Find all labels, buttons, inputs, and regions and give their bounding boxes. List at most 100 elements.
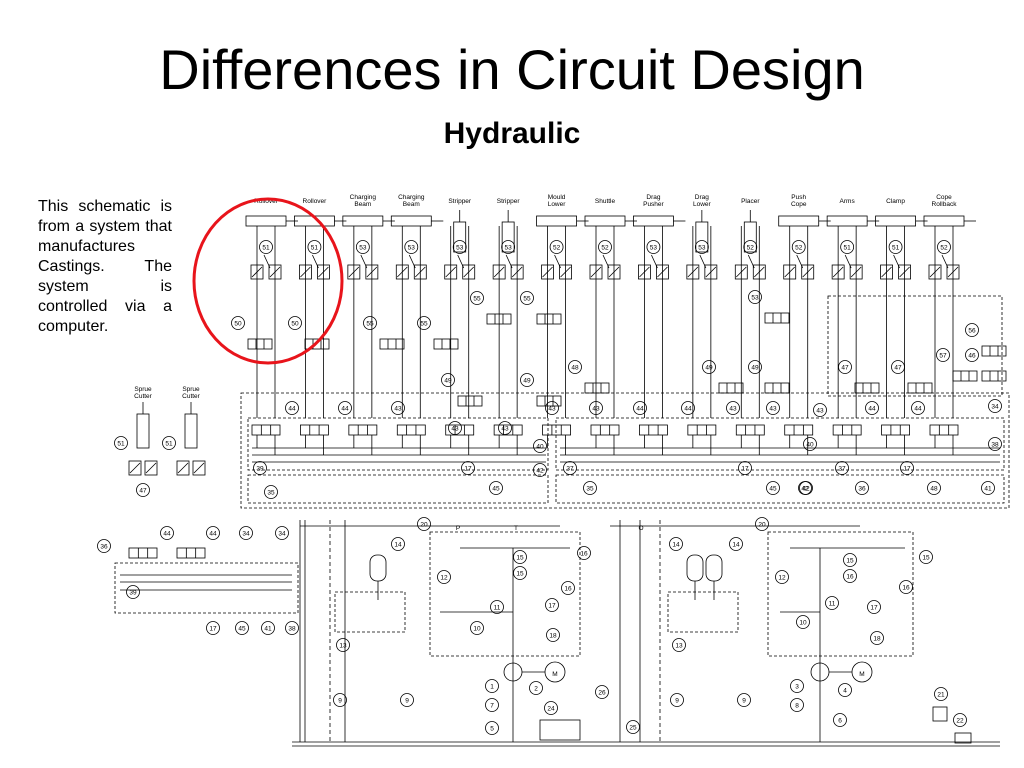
component-number: 16: [846, 573, 854, 580]
flow-control-valve: [589, 264, 603, 280]
flow-control-arrow: [590, 266, 602, 278]
component-number: 17: [548, 602, 556, 609]
component-number: 53: [456, 244, 464, 251]
component-number: 45: [238, 625, 246, 632]
component-number: 26: [598, 689, 606, 696]
cylinder: [245, 215, 287, 227]
component-number: 22: [956, 717, 964, 724]
component-number-circle: [561, 581, 575, 595]
actuator-label: Stripper: [497, 198, 521, 205]
directional-valve: [907, 382, 933, 394]
component-number-circle: [461, 461, 475, 475]
component-number-circle: [888, 240, 903, 254]
component-number-circle: [865, 401, 879, 415]
component-number-circle: [598, 240, 612, 254]
actuator-label: Rollover: [254, 198, 279, 205]
component-number: 42: [802, 485, 810, 492]
component-number: 20: [758, 521, 766, 528]
flow-control-valve: [559, 264, 572, 280]
leader-line: [651, 254, 658, 269]
component-number: 53: [505, 244, 513, 251]
component-number-circle: [126, 585, 140, 599]
component-number-circle: [838, 683, 852, 697]
directional-valve: [764, 312, 790, 324]
component-number: 43: [729, 405, 737, 412]
flow-control-valve: [541, 264, 554, 280]
flow-control-valve: [656, 264, 669, 280]
component-number-circle: [870, 631, 884, 645]
component-number: 44: [868, 405, 876, 412]
flow-control-arrow: [397, 266, 408, 278]
component-number: 52: [601, 244, 609, 251]
component-number-circle: [546, 628, 560, 642]
component-number: 47: [139, 487, 147, 494]
flow-control-arrow: [947, 266, 959, 278]
flow-control-arrow: [832, 266, 844, 278]
component-number: 36: [100, 543, 108, 550]
component-number-circle: [766, 481, 780, 495]
component-number: 9: [742, 697, 746, 704]
component-number-circle: [766, 401, 780, 415]
component-number-circle: [239, 526, 253, 540]
port-label: T: [514, 525, 518, 532]
component-number: 36: [858, 485, 866, 492]
component-number: 48: [930, 485, 938, 492]
component-number-circle: [833, 713, 847, 727]
flow-control-arrow: [736, 266, 747, 278]
flow-control-valve: [395, 264, 409, 280]
flow-control-arrow: [657, 266, 668, 278]
flow-control-valve: [946, 264, 960, 280]
component-number-circle: [775, 570, 789, 584]
component-number: 6: [838, 717, 842, 724]
component-number-circle: [404, 240, 419, 254]
component-number: 13: [675, 642, 683, 649]
component-number-circle: [437, 570, 451, 584]
port-label: P: [456, 525, 460, 532]
flow-control-arrow: [560, 266, 571, 278]
component-number: 17: [870, 604, 878, 611]
directional-valve: [128, 547, 158, 559]
directional-valve: [542, 424, 571, 436]
component-number: 34: [278, 530, 286, 537]
component-number: 51: [262, 244, 270, 251]
component-number: 52: [553, 244, 561, 251]
directional-valve: [536, 395, 562, 407]
component-number: 18: [873, 635, 881, 642]
component-number-circle: [355, 240, 370, 254]
directional-valve: [486, 313, 512, 325]
actuator-label: Clamp: [886, 198, 905, 205]
component-number: 41: [264, 625, 272, 632]
component-number-circle: [891, 360, 905, 374]
component-number-circle: [803, 437, 817, 451]
component-number-circle: [737, 693, 751, 707]
component-number-circle: [513, 550, 527, 564]
directional-valve: [493, 424, 523, 436]
component-number-circle: [855, 481, 869, 495]
flow-control-valve: [365, 264, 379, 280]
directional-valve: [433, 338, 459, 350]
component-number: 53: [751, 294, 759, 301]
component-number: 18: [549, 632, 557, 639]
component-number: 9: [675, 697, 679, 704]
component-number: 39: [129, 589, 137, 596]
component-number-circle: [498, 421, 512, 435]
component-number-circle: [953, 713, 967, 727]
component-number: 35: [267, 489, 275, 496]
component-number-circle: [965, 348, 979, 362]
component-number-circle: [633, 401, 647, 415]
component-number: 38: [288, 625, 296, 632]
flow-control-arrow: [251, 266, 263, 278]
flow-control-valve: [268, 264, 282, 280]
cylinder: [584, 215, 626, 227]
flow-control-arrow: [415, 266, 426, 278]
component-number-circle: [162, 436, 176, 450]
component-number: 12: [440, 574, 448, 581]
component-number: 9: [405, 697, 409, 704]
